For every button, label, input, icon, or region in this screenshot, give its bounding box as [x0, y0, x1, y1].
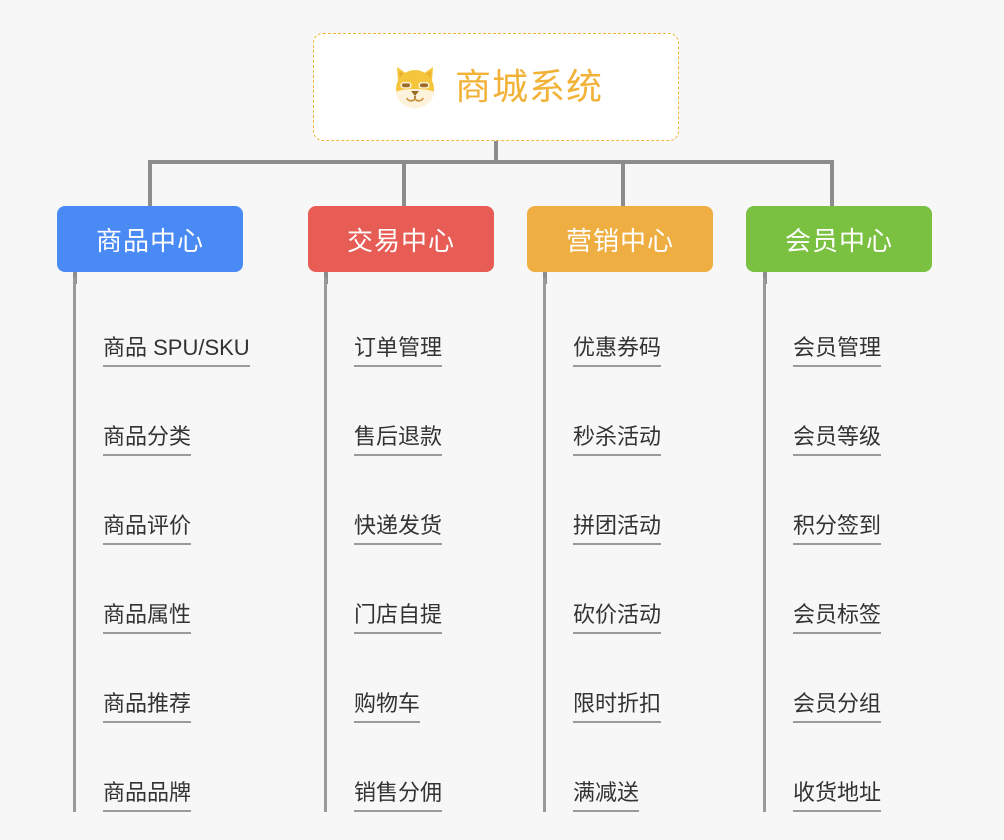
list-item[interactable]: 满减送 — [543, 723, 763, 812]
root-node-card[interactable]: 商城系统 — [313, 33, 679, 141]
child-column-1: 订单管理 售后退款 快递发货 门店自提 购物车 销售分佣 — [324, 278, 544, 812]
list-item[interactable]: 会员等级 — [763, 367, 983, 456]
list-item[interactable]: 商品品牌 — [73, 723, 293, 812]
list-item[interactable]: 限时折扣 — [543, 634, 763, 723]
column-spine — [73, 278, 76, 812]
connector-drop-3 — [621, 160, 625, 206]
list-item[interactable]: 积分签到 — [763, 456, 983, 545]
list-item-label: 秒杀活动 — [573, 424, 662, 456]
category-title: 营销中心 — [565, 225, 674, 256]
list-item[interactable]: 砍价活动 — [543, 545, 763, 634]
child-column-2: 优惠券码 秒杀活动 拼团活动 砍价活动 限时折扣 满减送 — [543, 278, 763, 812]
list-item[interactable]: 拼团活动 — [543, 456, 763, 545]
connector-drop-2 — [402, 160, 406, 206]
category-title: 商品中心 — [95, 225, 204, 256]
list-item-label: 限时折扣 — [573, 691, 662, 723]
list-item[interactable]: 门店自提 — [324, 545, 544, 634]
list-item-label: 商品推荐 — [103, 691, 192, 723]
connector-root-stem — [494, 141, 498, 164]
category-box-0[interactable]: 商品中心 — [57, 206, 243, 272]
list-item-label: 优惠券码 — [573, 335, 662, 367]
child-column-3: 会员管理 会员等级 积分签到 会员标签 会员分组 收货地址 — [763, 278, 983, 812]
list-item[interactable]: 会员标签 — [763, 545, 983, 634]
list-item-label: 拼团活动 — [573, 513, 662, 545]
category-title: 会员中心 — [784, 225, 893, 256]
list-item-label: 门店自提 — [354, 602, 443, 634]
list-item[interactable]: 商品 SPU/SKU — [73, 278, 293, 367]
connector-drop-4 — [830, 160, 834, 206]
list-item-label: 订单管理 — [354, 335, 443, 367]
list-item[interactable]: 购物车 — [324, 634, 544, 723]
list-item[interactable]: 商品分类 — [73, 367, 293, 456]
column-spine — [763, 278, 766, 812]
list-item[interactable]: 秒杀活动 — [543, 367, 763, 456]
column-spine — [543, 278, 546, 812]
list-item-label: 商品属性 — [103, 602, 192, 634]
list-item-label: 砍价活动 — [573, 602, 662, 634]
child-column-0: 商品 SPU/SKU 商品分类 商品评价 商品属性 商品推荐 商品品牌 — [73, 278, 293, 812]
list-item[interactable]: 商品属性 — [73, 545, 293, 634]
category-title: 交易中心 — [346, 225, 455, 256]
list-item-label: 商品分类 — [103, 424, 192, 456]
list-item-label: 会员标签 — [793, 602, 882, 634]
list-item[interactable]: 优惠券码 — [543, 278, 763, 367]
category-box-1[interactable]: 交易中心 — [308, 206, 494, 272]
list-item-label: 销售分佣 — [354, 780, 443, 812]
connector-horizontal-bus — [148, 160, 834, 164]
list-item-label: 商品品牌 — [103, 780, 192, 812]
list-item[interactable]: 会员分组 — [763, 634, 983, 723]
list-item-label: 购物车 — [354, 691, 421, 723]
list-item-label: 商品 SPU/SKU — [103, 335, 250, 367]
list-item[interactable]: 订单管理 — [324, 278, 544, 367]
category-box-3[interactable]: 会员中心 — [746, 206, 932, 272]
list-item[interactable]: 商品推荐 — [73, 634, 293, 723]
list-item[interactable]: 商品评价 — [73, 456, 293, 545]
column-spine — [324, 278, 327, 812]
list-item[interactable]: 会员管理 — [763, 278, 983, 367]
list-item-label: 会员管理 — [793, 335, 882, 367]
list-item-label: 会员等级 — [793, 424, 882, 456]
connector-drop-1 — [148, 160, 152, 206]
list-item[interactable]: 销售分佣 — [324, 723, 544, 812]
list-item-label: 积分签到 — [793, 513, 882, 545]
list-item-label: 满减送 — [573, 780, 640, 812]
list-item[interactable]: 售后退款 — [324, 367, 544, 456]
list-item[interactable]: 收货地址 — [763, 723, 983, 812]
list-item[interactable]: 快递发货 — [324, 456, 544, 545]
category-box-2[interactable]: 营销中心 — [527, 206, 713, 272]
shiba-dog-icon — [395, 67, 435, 108]
list-item-label: 商品评价 — [103, 513, 192, 545]
list-item-label: 快递发货 — [354, 513, 443, 545]
list-item-label: 收货地址 — [793, 780, 882, 812]
list-item-label: 会员分组 — [793, 691, 882, 723]
list-item-label: 售后退款 — [354, 424, 443, 456]
root-node-title: 商城系统 — [454, 66, 603, 107]
